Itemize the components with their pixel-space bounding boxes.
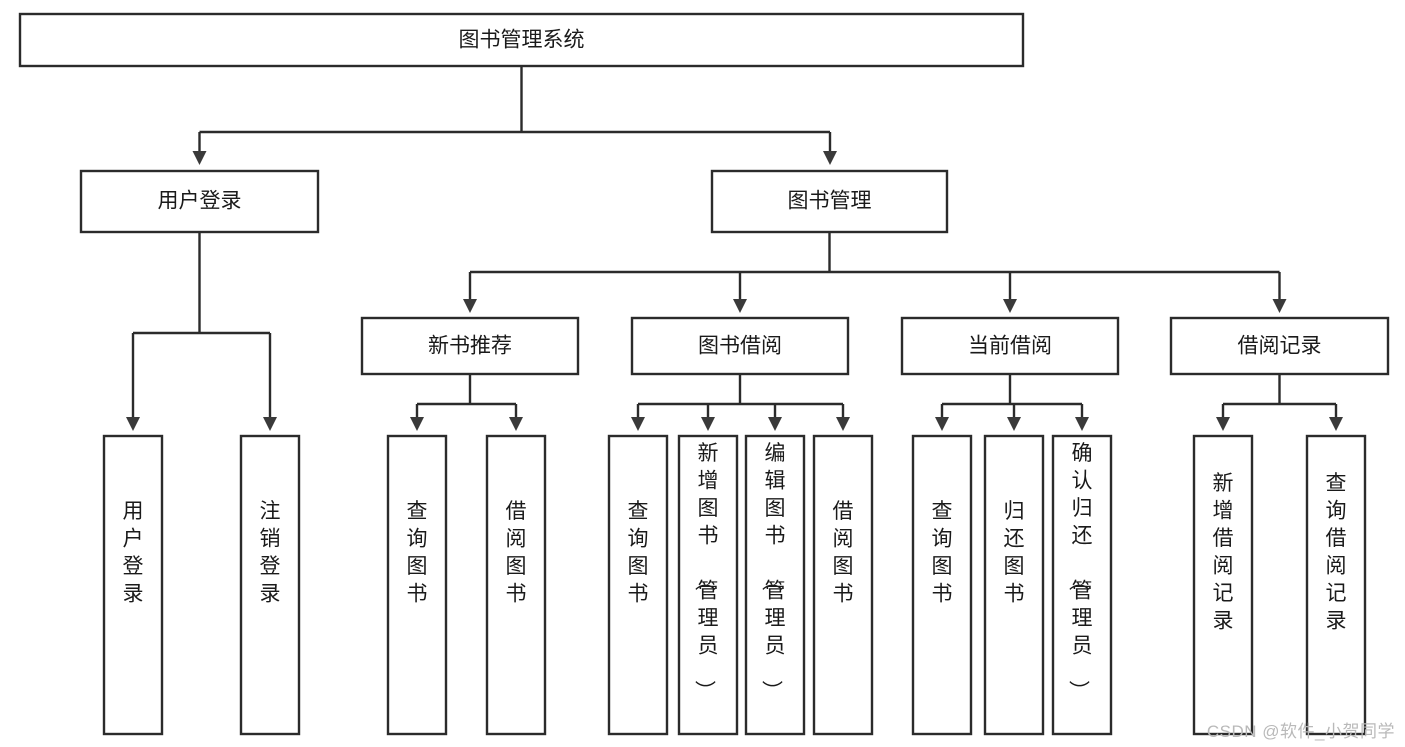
leaf-logout-label: 注销登录 <box>260 500 281 606</box>
leaf-borrow-book-1-label: 借阅图书 <box>506 500 527 606</box>
leaf-add-record[interactable]: 新增借阅记录 <box>1192 434 1254 736</box>
leaf-add-record-box[interactable] <box>1192 434 1254 736</box>
leaf-query-book-2-box[interactable] <box>607 434 669 736</box>
leaf-query-book-1-box[interactable] <box>386 434 448 736</box>
leaf-borrow-book-2-label: 借阅图书 <box>833 500 854 606</box>
node-user-login-box[interactable] <box>79 169 320 234</box>
leaf-query-book-1[interactable]: 查询图书 <box>386 434 448 736</box>
leaf-confirm-return-box[interactable] <box>1051 434 1113 736</box>
leaf-query-record-label: 查询借阅记录 <box>1326 472 1347 633</box>
leaf-query-book-3[interactable]: 查询图书 <box>911 434 973 736</box>
node-user-login-label: 用户登录 <box>158 190 242 213</box>
leaf-nodes-layer: 用户登录 注销登录 查询图书 借阅图书 查询图书 新增图书（管理员） 编辑图书（… <box>102 434 1367 736</box>
leaf-borrow-book-2[interactable]: 借阅图书 <box>812 434 874 736</box>
node-book-borrow-label: 图书借阅 <box>698 335 782 358</box>
node-borrow-record-box[interactable] <box>1169 316 1390 376</box>
leaf-query-book-1-label: 查询图书 <box>407 500 428 606</box>
node-book-manage[interactable]: 图书管理 <box>710 169 949 234</box>
leaf-query-record[interactable]: 查询借阅记录 <box>1305 434 1367 736</box>
leaf-user-login-label: 用户登录 <box>123 500 144 606</box>
node-new-book-rec-label: 新书推荐 <box>428 335 512 358</box>
node-root[interactable]: 图书管理系统 <box>18 12 1025 68</box>
node-book-manage-box[interactable] <box>710 169 949 234</box>
node-book-manage-label: 图书管理 <box>788 190 872 213</box>
leaf-edit-book-box[interactable] <box>744 434 806 736</box>
node-new-book-rec[interactable]: 新书推荐 <box>360 316 580 376</box>
leaf-return-book[interactable]: 归还图书 <box>983 434 1045 736</box>
node-new-book-rec-box[interactable] <box>360 316 580 376</box>
leaf-add-book-box[interactable] <box>677 434 739 736</box>
leaf-return-book-box[interactable] <box>983 434 1045 736</box>
leaf-edit-book-label: 编辑图书（管理员） <box>760 442 786 701</box>
node-root-box[interactable] <box>18 12 1025 68</box>
node-current-borrow[interactable]: 当前借阅 <box>900 316 1120 376</box>
leaf-query-book-2[interactable]: 查询图书 <box>607 434 669 736</box>
leaf-query-record-box[interactable] <box>1305 434 1367 736</box>
node-borrow-record-label: 借阅记录 <box>1238 335 1322 358</box>
leaf-query-book-3-label: 查询图书 <box>932 500 953 606</box>
node-current-borrow-label: 当前借阅 <box>968 335 1052 358</box>
leaf-add-book[interactable]: 新增图书（管理员） <box>677 434 739 736</box>
node-book-borrow-box[interactable] <box>630 316 850 376</box>
leaf-user-login-box[interactable] <box>102 434 164 736</box>
leaf-user-login[interactable]: 用户登录 <box>102 434 164 736</box>
node-root-label: 图书管理系统 <box>459 29 585 52</box>
node-user-login[interactable]: 用户登录 <box>79 169 320 234</box>
leaf-add-record-label: 新增借阅记录 <box>1213 472 1234 633</box>
leaf-borrow-book-2-box[interactable] <box>812 434 874 736</box>
leaf-confirm-return[interactable]: 确认归还（管理员） <box>1051 434 1113 736</box>
leaf-add-book-label: 新增图书（管理员） <box>693 442 719 701</box>
leaf-confirm-return-label: 确认归还（管理员） <box>1067 442 1093 701</box>
leaf-query-book-3-box[interactable] <box>911 434 973 736</box>
leaf-query-book-2-label: 查询图书 <box>628 500 649 606</box>
leaf-logout-box[interactable] <box>239 434 301 736</box>
connector-layer <box>126 66 1343 431</box>
leaf-borrow-book-1[interactable]: 借阅图书 <box>485 434 547 736</box>
node-borrow-record[interactable]: 借阅记录 <box>1169 316 1390 376</box>
leaf-edit-book[interactable]: 编辑图书（管理员） <box>744 434 806 736</box>
leaf-logout[interactable]: 注销登录 <box>239 434 301 736</box>
node-current-borrow-box[interactable] <box>900 316 1120 376</box>
leaf-borrow-book-1-box[interactable] <box>485 434 547 736</box>
node-book-borrow[interactable]: 图书借阅 <box>630 316 850 376</box>
leaf-return-book-label: 归还图书 <box>1004 500 1025 606</box>
